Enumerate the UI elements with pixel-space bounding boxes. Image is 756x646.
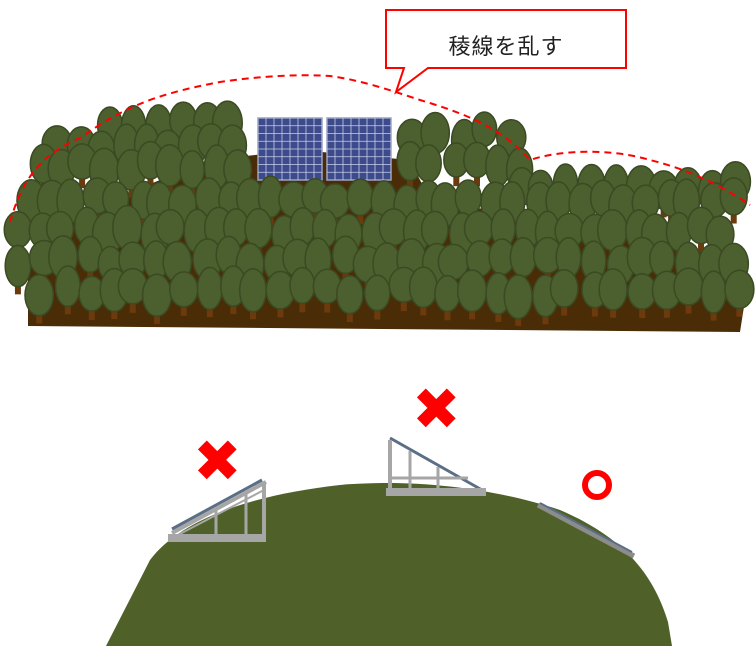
callout-text: 稜線を乱す xyxy=(448,35,564,60)
tree xyxy=(363,274,391,320)
circle-icon xyxy=(582,470,612,500)
tilted-mount-left xyxy=(168,478,267,542)
tree xyxy=(627,273,658,319)
hill-scene xyxy=(106,436,672,646)
flush-mount-panel xyxy=(536,502,636,559)
tree xyxy=(24,273,55,324)
tree xyxy=(598,268,628,318)
tree xyxy=(434,274,461,321)
tree xyxy=(719,177,748,224)
tilted-mount-middle xyxy=(386,436,486,496)
tree xyxy=(700,270,727,321)
callout-box xyxy=(385,9,627,95)
tree xyxy=(196,266,224,318)
ridgeline-dashed-outline xyxy=(9,74,751,223)
tree-cluster xyxy=(3,100,755,326)
tree xyxy=(78,275,106,321)
forest-scene xyxy=(3,9,755,332)
solar-panel-grid xyxy=(258,118,391,180)
tree xyxy=(346,178,375,225)
x-icon: ✖ xyxy=(193,427,242,495)
x-icon: ✖ xyxy=(412,375,461,443)
tree xyxy=(335,274,364,323)
tree xyxy=(312,268,342,313)
tree xyxy=(724,269,755,317)
green-hill xyxy=(106,482,672,646)
tree xyxy=(503,274,533,326)
ridge-solar-panels xyxy=(257,117,392,181)
tree xyxy=(549,268,579,316)
tree xyxy=(77,235,104,282)
